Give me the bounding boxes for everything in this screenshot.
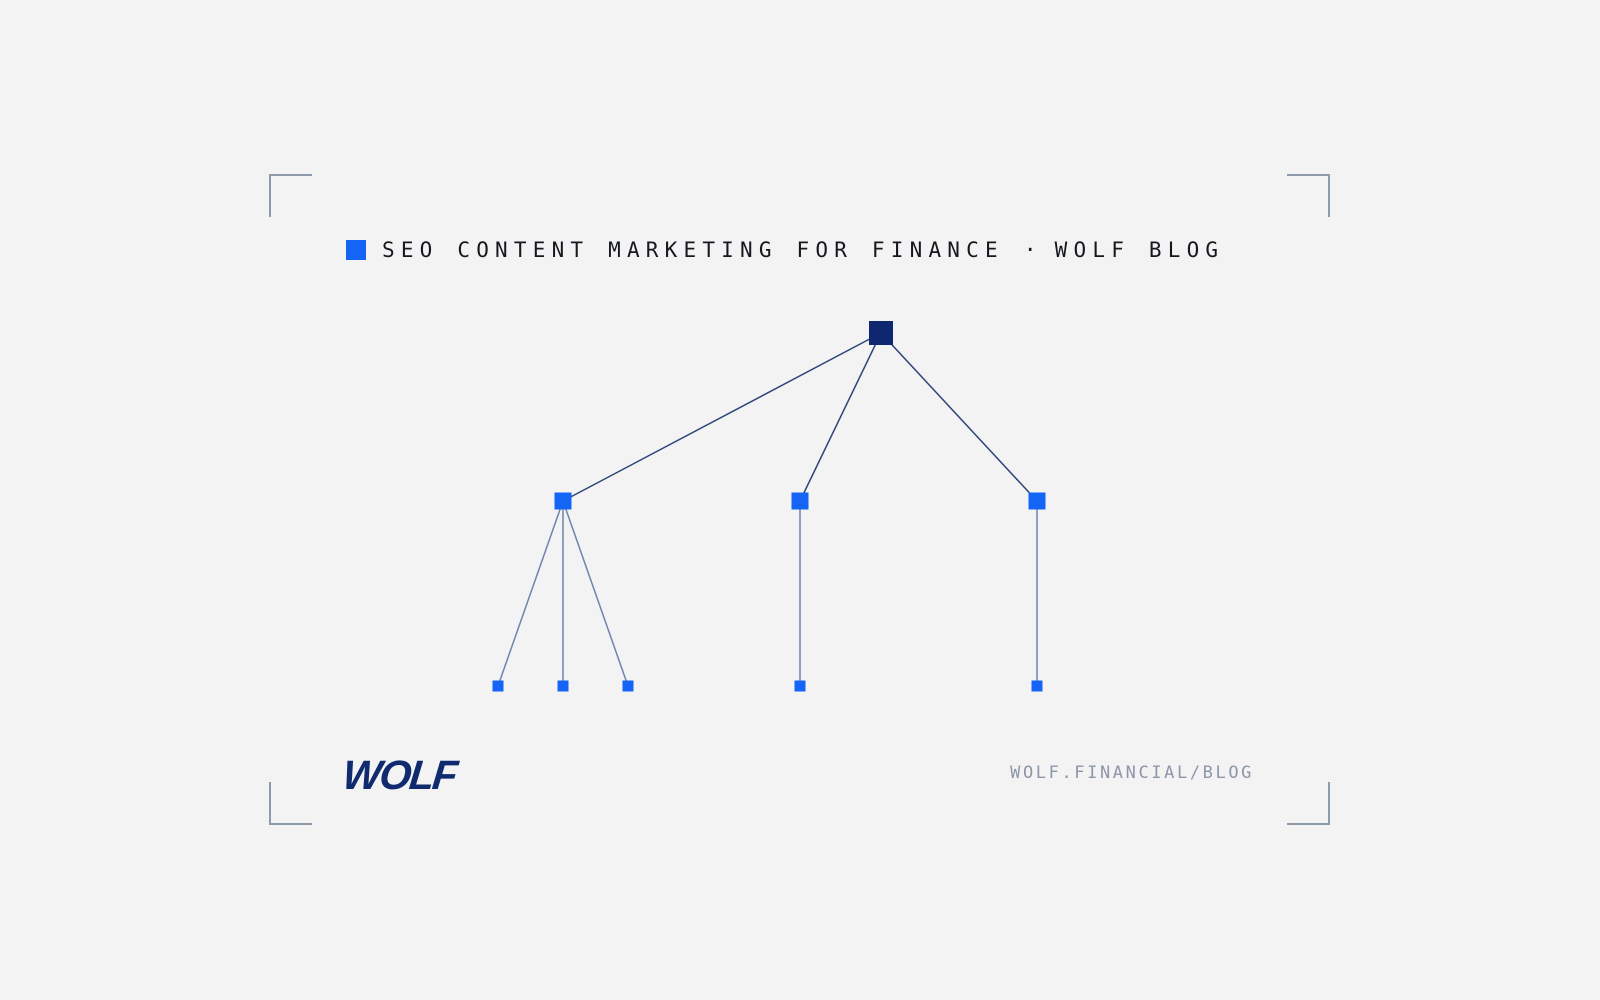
branch-node-2 xyxy=(791,492,809,510)
header-square-icon xyxy=(346,240,366,260)
frame-corner-bottom-right xyxy=(1287,782,1330,825)
leaf-node-3-1 xyxy=(1031,680,1043,692)
logo-text: WOLF xyxy=(340,752,459,798)
edge-root-to-branch-2 xyxy=(799,332,882,502)
site-url: WOLF.FINANCIAL/BLOG xyxy=(1010,763,1254,783)
header-section: WOLF BLOG xyxy=(1054,238,1225,262)
leaf-node-1-1 xyxy=(492,680,504,692)
wolf-logo: WOLF xyxy=(341,752,475,798)
header-title: SEO CONTENT MARKETING FOR FINANCE xyxy=(382,238,1004,262)
header-separator: · xyxy=(1023,238,1043,262)
leaf-node-1-3 xyxy=(622,680,634,692)
header: SEO CONTENT MARKETING FOR FINANCE · WOLF… xyxy=(346,232,1224,268)
root-node xyxy=(869,321,893,345)
frame-corner-top-left xyxy=(269,174,312,217)
branch-node-3 xyxy=(1028,492,1046,510)
leaf-node-1-2 xyxy=(557,680,569,692)
leaf-node-2-1 xyxy=(794,680,806,692)
edge-branch-1-to-leaf-3 xyxy=(562,500,629,687)
edge-branch-1-to-leaf-1 xyxy=(497,500,564,687)
frame-corner-top-right xyxy=(1287,174,1330,217)
frame-corner-bottom-left xyxy=(269,782,312,825)
branch-node-1 xyxy=(554,492,572,510)
edge-root-to-branch-1 xyxy=(562,332,882,502)
edge-root-to-branch-3 xyxy=(880,332,1038,502)
